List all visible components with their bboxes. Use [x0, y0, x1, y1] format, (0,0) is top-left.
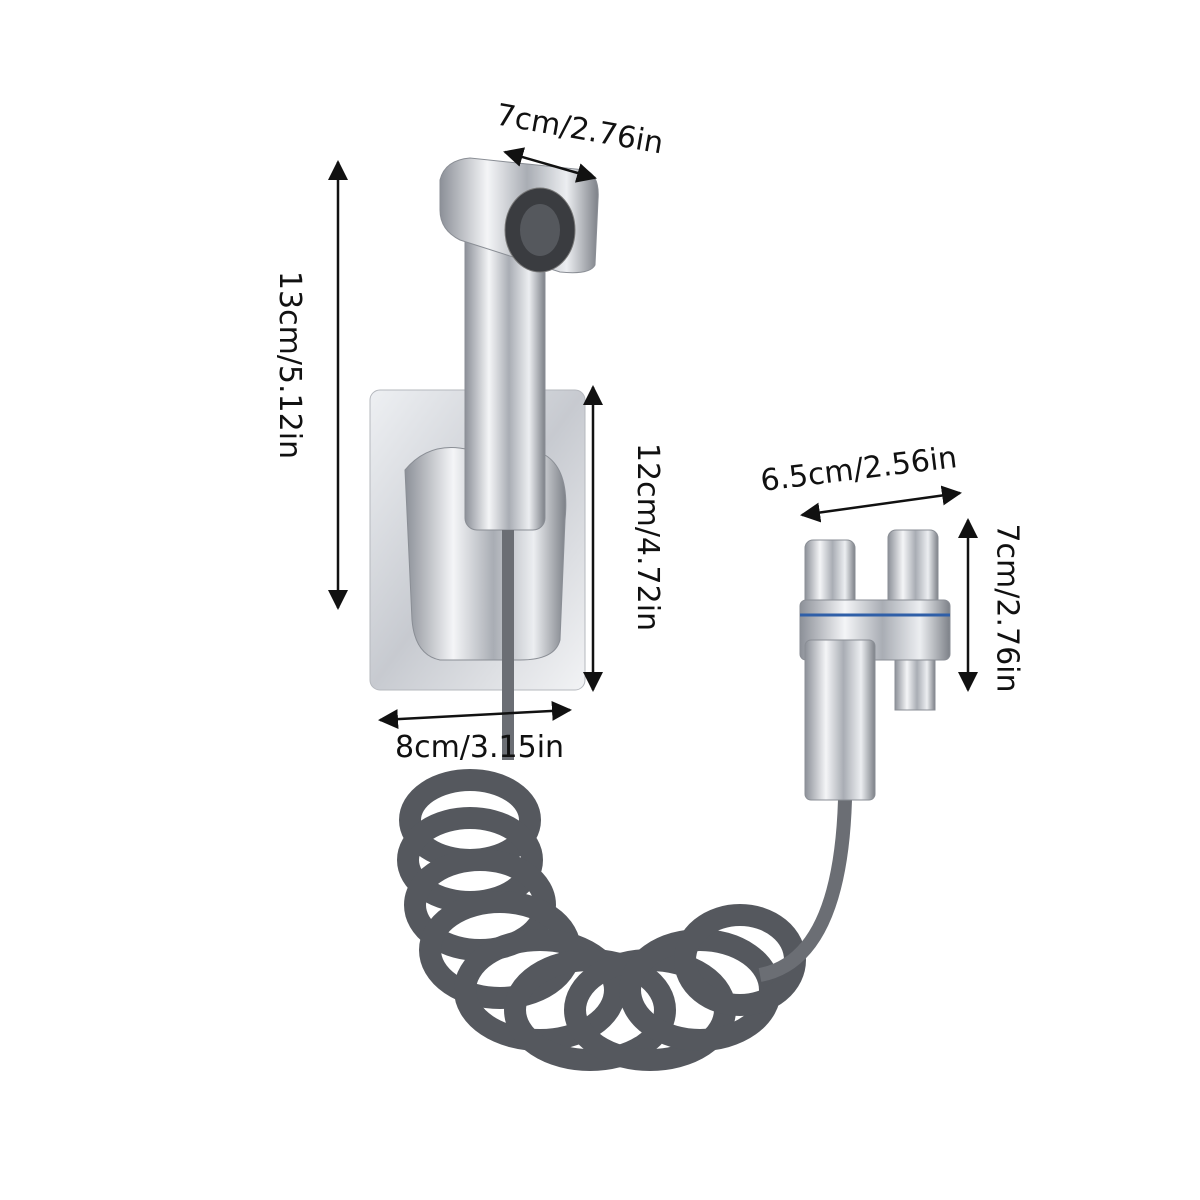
label-valve-height: 7cm/2.76in [989, 523, 1025, 693]
coiled-hose [397, 769, 806, 1071]
label-plate-width: 8cm/3.15in [395, 730, 565, 765]
hose-to-valve [758, 799, 852, 982]
label-plate-height: 12cm/4.72in [630, 442, 666, 632]
arrow-plate-width [378, 700, 572, 730]
dimension-arrows [328, 147, 978, 730]
label-sprayer-height: 13cm/5.12in [272, 270, 308, 460]
angle-valve [799, 529, 951, 801]
arrow-valve-width [800, 485, 962, 523]
arrow-head-width [503, 147, 597, 183]
sprayer-handle [464, 229, 546, 531]
